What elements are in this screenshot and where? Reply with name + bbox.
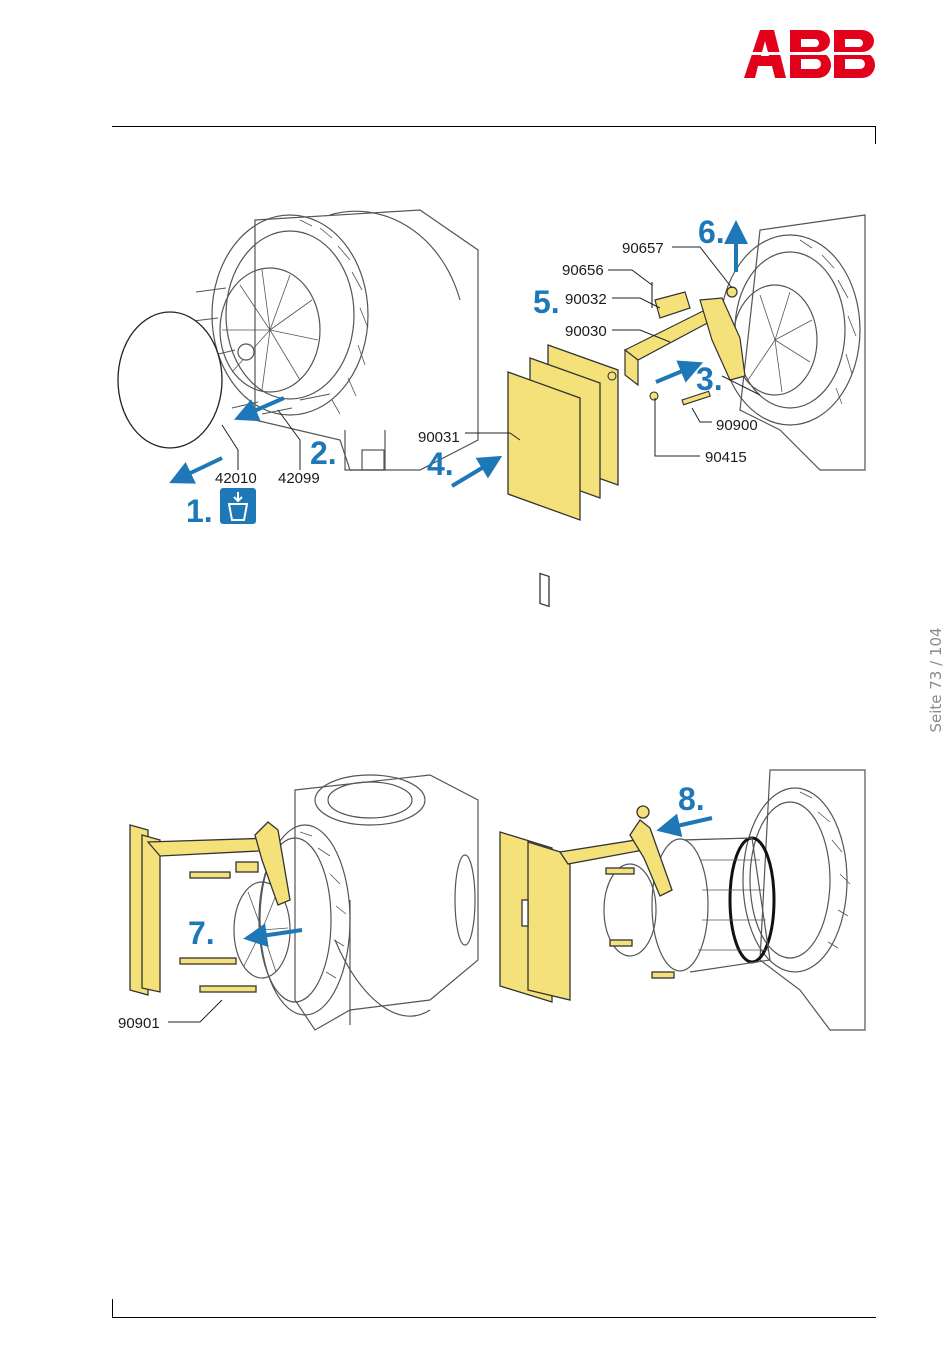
counterweight-bottom-right (500, 806, 674, 1002)
callout-42010: 42010 (215, 470, 257, 487)
callout-90415: 90415 (705, 449, 747, 466)
step-6: 6. (698, 214, 725, 250)
callout-90656: 90656 (562, 262, 604, 279)
bolts-top-right (608, 372, 710, 405)
callout-90030: 90030 (565, 323, 607, 340)
counterweight-plates (508, 345, 618, 606)
callout-90032: 90032 (565, 291, 607, 308)
step-2: 2. (310, 435, 337, 471)
footer-rule (112, 1317, 876, 1318)
callout-90900: 90900 (716, 417, 758, 434)
footer-tick (112, 1299, 113, 1318)
callout-90901: 90901 (118, 1015, 160, 1032)
step-3: 3. (696, 361, 723, 397)
step-7: 7. (188, 915, 215, 951)
step-1: 1. (186, 493, 213, 529)
step-5: 5. (533, 284, 560, 320)
blue-arrow-step-8 (668, 818, 712, 828)
callout-42099: 42099 (278, 470, 320, 487)
step-8: 8. (678, 781, 705, 817)
figure-bottom-left (234, 775, 478, 1030)
leader-90901 (168, 1000, 222, 1022)
callout-90657: 90657 (622, 240, 664, 257)
waste-disposal-icon (220, 488, 256, 524)
callout-90031: 90031 (418, 429, 460, 446)
step-4: 4. (427, 446, 454, 482)
